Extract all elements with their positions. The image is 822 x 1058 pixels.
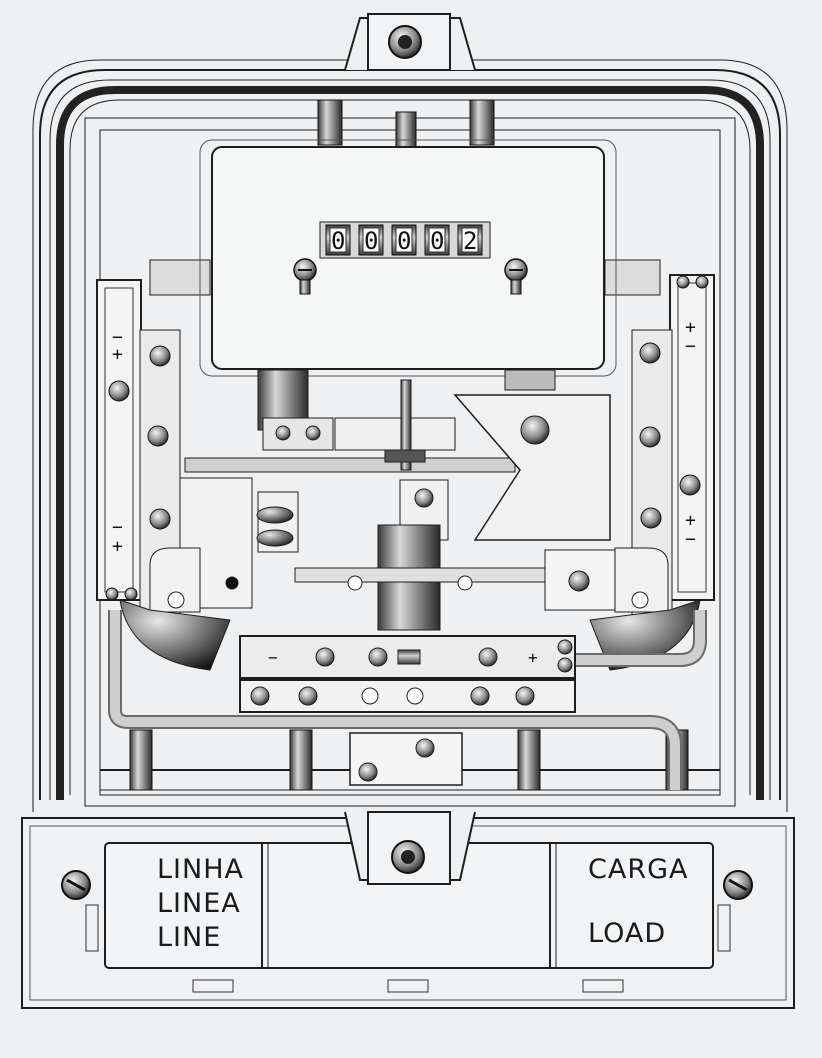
register-digit-3: 0 — [397, 227, 411, 255]
right-seal-screw-icon — [723, 870, 753, 900]
right-lower-plus-sign: + — [685, 510, 696, 531]
left-upper-plus-sign: + — [112, 344, 123, 365]
test-link-plus-sign: + — [528, 648, 538, 667]
digit-wheel: 0 — [358, 224, 384, 256]
line-label-spanish: LINEA — [157, 888, 241, 919]
line-label-portuguese: LINHA — [157, 854, 244, 885]
register-digit-5: 2 — [463, 227, 477, 255]
load-terminal-labels: CARGA LOAD — [588, 854, 688, 949]
register-left-screw-icon — [293, 258, 317, 295]
support-posts — [129, 99, 689, 791]
register-right-screw-icon — [504, 258, 528, 295]
right-upper-plus-sign: + — [685, 317, 696, 338]
meter-mechanism: ON — [119, 369, 701, 671]
line-terminal-labels: LINHA LINEA LINE — [157, 854, 244, 953]
register-digit-2: 0 — [364, 227, 378, 255]
digit-wheel: 0 — [424, 224, 450, 256]
right-strip-screws — [568, 275, 709, 592]
line-label-english: LINE — [157, 922, 221, 953]
digit-wheel: 0 — [391, 224, 417, 256]
left-upper-minus-sign: − — [112, 327, 123, 348]
register-digit-4: 0 — [430, 227, 444, 255]
register-counter: 0 0 0 0 2 — [319, 221, 491, 259]
wiring — [108, 610, 707, 790]
left-lower-plus-sign: + — [112, 536, 123, 557]
left-strip-screws — [105, 345, 171, 601]
test-link-minus-sign: − — [268, 648, 278, 667]
digit-wheel: 2 — [457, 224, 483, 256]
right-lower-minus-sign: − — [685, 529, 696, 550]
load-label-portuguese: CARGA — [588, 854, 688, 885]
left-lower-minus-sign: − — [112, 517, 123, 538]
digit-wheel: 0 — [325, 224, 351, 256]
test-link-markings: − + — [268, 648, 538, 667]
top-hinge-screw-icon — [388, 25, 422, 59]
polarity-markings: − + − + + − + − — [112, 317, 696, 557]
test-link-block — [239, 635, 576, 786]
load-label-english: LOAD — [588, 918, 666, 949]
left-seal-screw-icon — [61, 870, 91, 900]
right-upper-minus-sign: − — [685, 336, 696, 357]
register-digit-1: 0 — [331, 227, 345, 255]
bottom-hinge-screw-icon — [391, 840, 425, 874]
